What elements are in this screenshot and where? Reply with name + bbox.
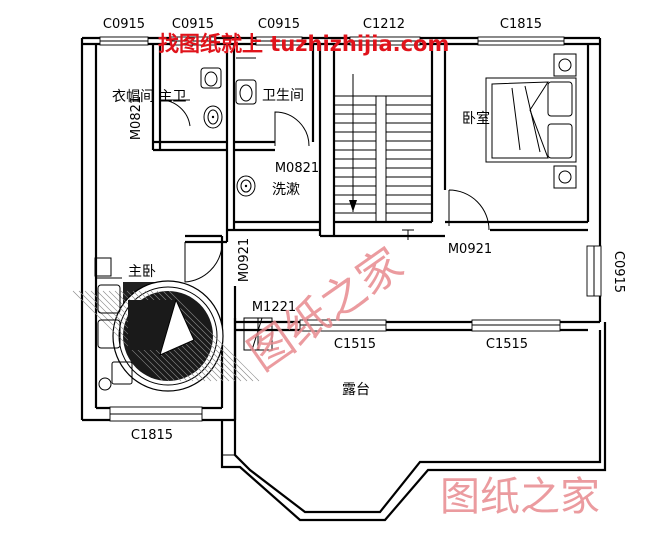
toilet-icon	[200, 67, 222, 89]
bed-icon	[485, 53, 577, 189]
door-m1221	[243, 317, 273, 351]
door-labels: M0821 M0821 M0921 M0921 M1221	[129, 96, 492, 315]
room-labels: 衣帽间 主卫 卫生间 洗漱 卧室 主卧 露台	[112, 88, 490, 398]
label-c1515-b: C1515	[486, 337, 528, 352]
master-bed-icon	[72, 257, 260, 392]
basin-icon	[203, 105, 223, 129]
label-m0821-wash: M0821	[275, 161, 319, 176]
basin-icon	[236, 175, 256, 197]
room-toilet: 卫生间	[262, 88, 304, 104]
label-c1515-a: C1515	[334, 337, 376, 352]
doors	[159, 99, 490, 351]
label-c0915-b: C0915	[172, 17, 214, 32]
watermark-top: 找图纸就上 tuzhizhijia.com	[158, 32, 449, 56]
window-labels: C0915 C0915 C0915 C1212 C1815 C0915 C151…	[103, 17, 626, 443]
label-c0915-c: C0915	[258, 17, 300, 32]
label-m0921-bedroom: M0921	[448, 242, 492, 257]
toilet-icon	[235, 79, 257, 105]
watermark-bottom-right: 图纸之家	[440, 474, 600, 520]
label-c1212: C1212	[363, 17, 405, 32]
fixtures-bath	[200, 57, 257, 197]
room-closet-bath: 衣帽间 主卫	[112, 89, 186, 105]
stair-arrow-icon	[349, 200, 357, 212]
room-terrace: 露台	[342, 382, 370, 398]
label-m1221: M1221	[252, 300, 296, 315]
label-m0821-left: M0821	[129, 96, 144, 140]
room-bedroom: 卧室	[462, 110, 490, 127]
label-c0915-right: C0915	[611, 251, 626, 293]
watermarks: 找图纸就上 tuzhizhijia.com 图纸之家 图纸之家	[158, 32, 600, 520]
door-m0821-wash	[274, 111, 310, 147]
door-m0921-master	[184, 242, 223, 283]
room-master-bedroom: 主卧	[128, 264, 156, 280]
windows	[99, 36, 602, 422]
room-wash: 洗漱	[272, 182, 300, 198]
label-c0915-a: C0915	[103, 17, 145, 32]
terrace-outline	[220, 322, 607, 522]
staircase	[334, 74, 432, 240]
label-m0921-master: M0921	[237, 238, 252, 282]
door-m0821-left	[159, 99, 191, 127]
label-c1815-top: C1815	[500, 17, 542, 32]
door-m0921-bedroom	[448, 189, 490, 231]
label-c1815-bottom: C1815	[131, 428, 173, 443]
